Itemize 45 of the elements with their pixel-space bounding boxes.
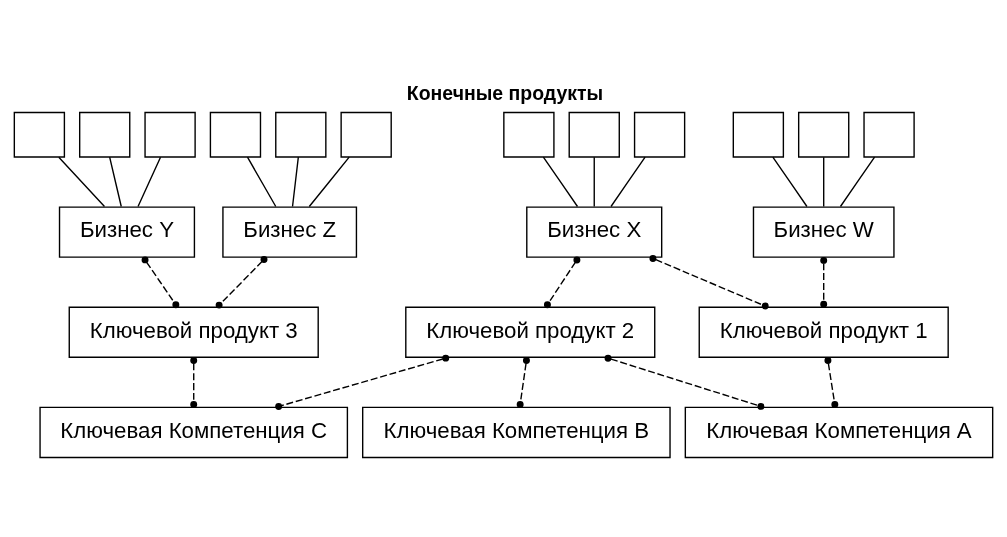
connector <box>308 156 350 207</box>
connector <box>516 356 530 408</box>
node-box <box>209 111 262 158</box>
connector <box>823 156 825 207</box>
node-box <box>79 111 131 158</box>
connector <box>593 156 595 207</box>
connector <box>604 354 765 410</box>
node-box: Ключевой продукт 2 <box>405 306 656 358</box>
connector <box>772 156 808 207</box>
node-box <box>797 111 850 158</box>
node-box: Бизнес Z <box>222 205 358 258</box>
connector <box>108 156 122 207</box>
connector <box>291 156 300 207</box>
node-box: Бизнес Y <box>58 205 196 258</box>
connector <box>649 254 769 310</box>
node-box <box>732 111 785 158</box>
node-box <box>633 111 686 158</box>
connector <box>543 255 581 308</box>
node-box <box>568 111 620 158</box>
connector <box>820 256 828 308</box>
node-box <box>503 111 555 158</box>
connector <box>190 356 198 408</box>
node-box: Бизнес W <box>752 205 895 258</box>
node-box: Ключевая Компетенция B <box>362 406 671 458</box>
diagram-title: Конечные продукты <box>406 81 604 104</box>
connector <box>542 156 579 207</box>
node-box <box>863 111 915 158</box>
connector <box>58 156 106 207</box>
node-box <box>340 111 392 158</box>
node-box: Ключевая Компетенция A <box>684 406 994 458</box>
connector <box>824 356 839 408</box>
node-box: Ключевая Компетенция C <box>39 406 349 458</box>
node-box <box>13 111 66 158</box>
node-box: Бизнес X <box>526 205 663 258</box>
node-box <box>144 111 196 158</box>
node-box: Ключевой продукт 1 <box>698 306 949 358</box>
node-box <box>275 111 327 158</box>
connector <box>215 255 268 309</box>
connector <box>137 156 162 207</box>
connector <box>839 156 876 207</box>
connector <box>246 156 277 207</box>
connector <box>141 255 180 308</box>
node-box: Ключевой продукт 3 <box>68 306 319 358</box>
connector <box>275 354 450 410</box>
connector <box>610 156 646 207</box>
